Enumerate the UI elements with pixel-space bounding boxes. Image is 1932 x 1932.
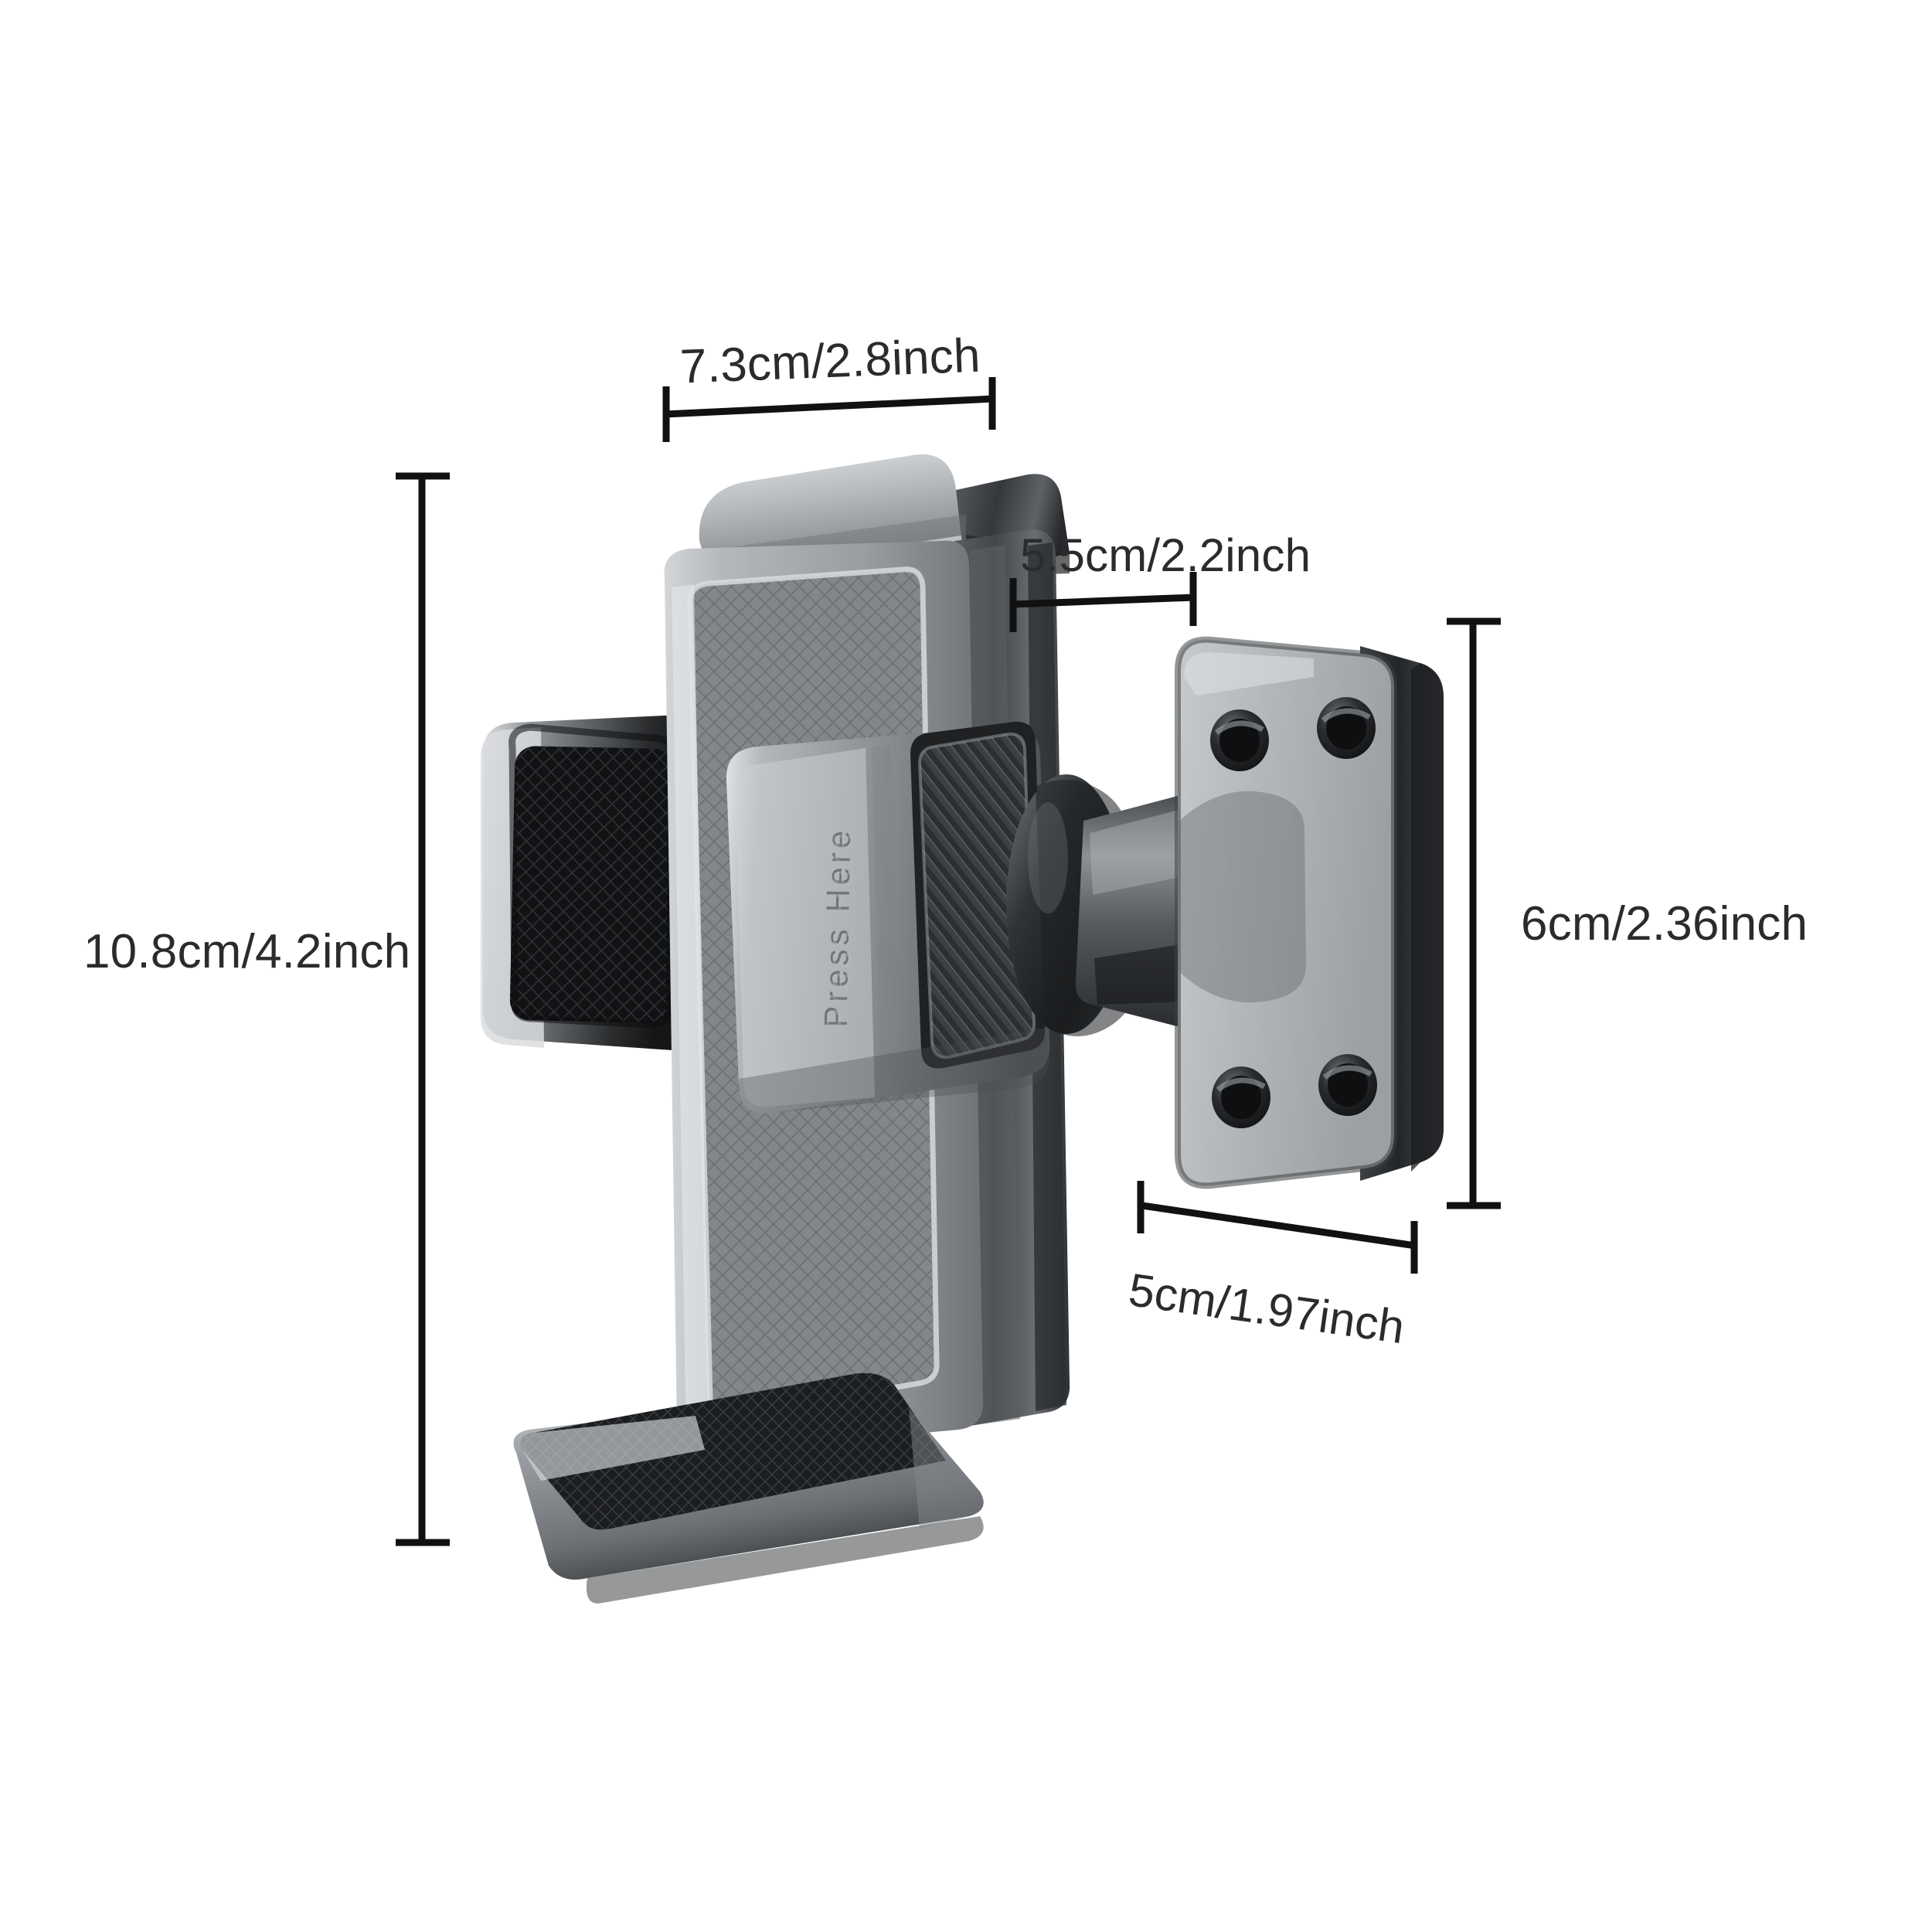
dimension-label-plate-height: 6cm/2.36inch [1521, 897, 1808, 951]
screw-hole-bottom-right [1318, 1054, 1377, 1116]
left-clamp-arm [481, 715, 684, 1051]
dimension-label-height-total: 10.8cm/4.2inch [83, 925, 411, 978]
dimline-height-total [396, 472, 450, 1546]
screw-hole-top-right [1317, 697, 1376, 759]
screw-hole-bottom-left [1212, 1066, 1270, 1128]
dimline-plate-height [1447, 617, 1501, 1209]
release-lever[interactable] [726, 721, 1050, 1114]
dimension-label-depth-arm: 5.5cm/2.2inch [1020, 529, 1311, 581]
dimline-plate-width [1137, 1181, 1418, 1274]
bottom-foot [513, 1372, 984, 1604]
svg-text:Press Here: Press Here [820, 828, 860, 1030]
left-pad-texture [509, 746, 674, 1023]
ribbed-grip [910, 721, 1046, 1069]
wall-plate [1175, 636, 1444, 1189]
foot-texture [520, 1372, 946, 1530]
dimline-width-top [662, 377, 996, 442]
dimension-label-width-top: 7.3cm/2.8inch [679, 328, 981, 394]
dimline-depth-arm [1009, 572, 1197, 632]
screw-hole-top-left [1210, 709, 1269, 771]
press-here-emboss: Press Here Press Here [818, 826, 860, 1030]
svg-text:Press Here: Press Here [818, 826, 858, 1028]
